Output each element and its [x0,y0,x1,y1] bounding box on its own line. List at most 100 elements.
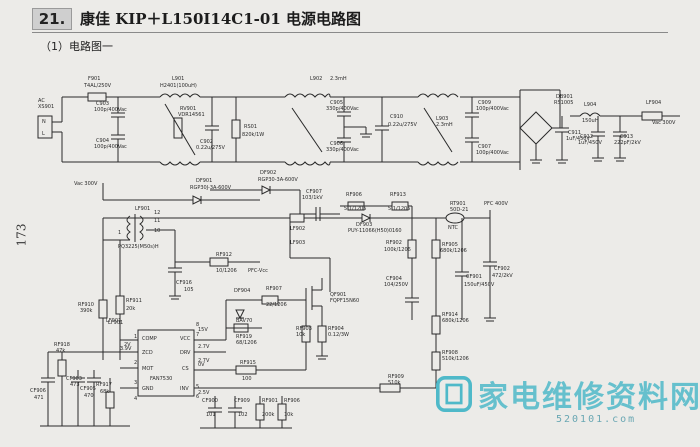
label-rf919v: 68/1206 [236,340,257,346]
schematic-wires [37,89,680,429]
label-gnd: GND [142,386,154,392]
label-n: N [42,119,46,125]
label-l901v: H2401(100uH) [160,83,197,89]
label-rf904v: 0.12/3W [328,332,349,338]
label-p5: 5 [196,384,199,390]
label-rt901v: 50D-21 [450,207,468,213]
label-c913v: 222pF/2kV [614,140,641,146]
label-l903v: 2.3mH [436,122,453,128]
label-rf906: RF906 [346,192,362,198]
label-v39: 3.9V [120,346,132,352]
label-n12: 12 [154,210,160,216]
label-rf917: RF917 [96,382,112,388]
label-df902v: RGP30-3A-600V [258,177,298,183]
label-rf919: RF919 [236,334,252,340]
label-vcc: VCC [180,336,191,342]
label-zcd: ZCD [142,350,153,356]
subtitle: （1）电路图一 [40,40,113,53]
label-c904v: 100p/400Vac [94,144,127,150]
label-rf913v: 5.1/1206 [388,206,410,212]
label-l902v: 2.3mH [330,76,347,82]
label-c913: C913 [620,134,633,140]
label-rf907: RF907 [266,286,282,292]
label-c912: C912 [580,134,593,140]
label-df902: DF902 [260,170,276,176]
label-cf904v: 104/250V [384,282,409,288]
label-lf901v: PQ3225(M50s)H [118,244,159,250]
label-df904: DF904 [234,288,250,294]
label-c907v: 100p/400Vac [476,150,509,156]
label-c912v: 1uF/450V [578,140,602,146]
label-c911v: 1uF/450V [566,136,590,142]
label-c904: C904 [96,138,109,144]
label-rv901v: VDR14561 [178,112,205,118]
label-n11: 11 [154,218,160,224]
label-v2: 2V [124,342,131,348]
label-ac: AC [38,98,45,104]
label-cf903: CF903 [66,376,82,382]
label-rf918v: 47k [56,348,65,354]
label-rf914v: 680k/1206 [442,318,469,324]
label-cf900v: 101 [206,412,216,418]
label-lf901c: LF901 [108,320,123,326]
label-rf903v: 10k [296,332,305,338]
page-title: 康佳 KIP＋L150I14C1-01 电源电路图 [80,10,362,28]
label-rf911v: 20k [126,306,135,312]
label-cf906: CF906 [30,388,46,394]
label-df901v: RGP30J-3A-600V [190,185,232,191]
ac-connector [37,115,53,139]
label-lf904: LF904 [646,100,661,106]
label-comp: COMP [142,336,157,342]
label-lf901: LF901 [135,206,150,212]
label-ntc: NTC [448,225,459,231]
label-mot: MOT [142,366,154,372]
header-divider [32,32,668,33]
label-c910: C910 [390,114,403,120]
label-cf904: CF904 [386,276,402,282]
label-fan: FAN7530 [150,376,172,382]
label-rf915: RF915 [240,360,256,366]
component-labels: ACXS901NLF901T4AL/250VC903100p/400VacC90… [30,76,676,418]
label-cf906v: 471 [34,395,44,401]
label-rf909v: 510k [388,380,401,386]
label-n1: 1 [118,230,121,236]
label-p7: 7 [196,332,199,338]
label-p4: 4 [134,396,137,402]
label-n10: 10 [154,228,160,234]
label-rv901: RV901 [180,106,196,112]
label-df904v: BAV70 [236,318,252,324]
label-db901: DB901 [556,94,573,100]
label-f901: F901 [88,76,100,82]
label-l: L [42,131,45,137]
label-rf914: RF914 [442,312,458,318]
label-cf905v: 470 [84,393,94,399]
label-cf909v: 102 [238,412,248,418]
label-lf902: LF902 [290,226,305,232]
label-rf905: RF905 [442,242,458,248]
bridge-db901 [519,111,553,145]
label-v25: 2.5V [198,390,210,396]
label-c906v: 330p/400Vac [326,147,359,153]
label-rt901: RT901 [450,201,466,207]
label-v27a: 2.7V [198,344,210,350]
label-rf905v: 680k/1206 [440,248,467,254]
label-rs01v: 820k/1W [242,132,264,138]
label-df901: DF901 [196,178,212,184]
label-l904: L904 [584,102,596,108]
label-lf901b: LF901 [106,318,121,324]
label-rf907v: 22/1206 [266,302,287,308]
label-p2: 2 [134,360,137,366]
label-v0: 0V [198,362,205,368]
label-cf907: CF907 [306,189,322,195]
label-cf905: CF905 [80,386,96,392]
label-df903: DF903 [356,222,372,228]
label-l901: L901 [172,76,184,82]
label-vac1: Vac 300V [652,120,676,126]
label-rf912v: 10/1206 [216,268,237,274]
label-rf917v: 68k [100,389,109,395]
label-rf904: RF904 [328,326,344,332]
label-rf908: RF908 [442,350,458,356]
label-c911: C911 [568,130,581,136]
label-db901v: RS1005 [554,100,573,106]
label-cf909: CF909 [234,398,250,404]
